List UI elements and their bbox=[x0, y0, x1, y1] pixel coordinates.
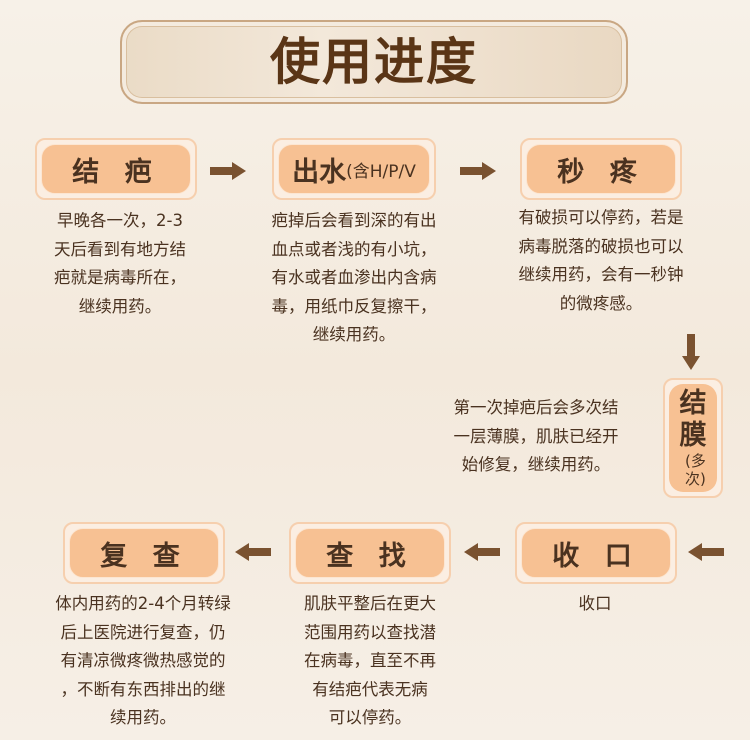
desc-line: 毒，用纸巾反复擦干， bbox=[271, 296, 437, 316]
desc-line: 继续用药。 bbox=[78, 296, 162, 316]
step-label: 出水 bbox=[292, 156, 347, 188]
desc-line: 在病毒，直至不再 bbox=[304, 651, 436, 670]
title-banner: 使用进度 bbox=[120, 20, 628, 104]
step-chushui: 出水(含H/P/V bbox=[272, 138, 436, 200]
step-fucha: 复 查 bbox=[63, 522, 225, 584]
desc-line: 体内用药的2-4个月转绿 bbox=[55, 594, 231, 613]
desc-line: 有清凉微疼微热感觉的 bbox=[60, 651, 226, 670]
step-desc-miaoteng: 有破损可以停药，若是 病毒脱落的破损也可以 继续用药，会有一秒钟 的微疼感。 bbox=[490, 204, 712, 318]
desc-line: 后上医院进行复查，仍 bbox=[60, 622, 226, 642]
desc-line: 始修复，继续用药。 bbox=[461, 455, 611, 474]
step-label: 结 疤 bbox=[41, 144, 191, 194]
step-shoukou: 收 口 bbox=[515, 522, 677, 584]
desc-line: 血点或者浅的有小坑， bbox=[271, 239, 437, 259]
desc-line: 继续用药。 bbox=[312, 325, 396, 344]
step-desc-jieba: 早晚各一次，2-3 天后看到有地方结 疤就是病毒所在， 继续用药。 bbox=[20, 207, 220, 321]
desc-line: 一层薄膜，肌肤已经开 bbox=[453, 426, 619, 446]
step-sublabel: (多次) bbox=[685, 452, 706, 488]
desc-line: 有破损可以停药，若是 bbox=[518, 208, 684, 227]
desc-line: 疤就是病毒所在， bbox=[54, 268, 186, 287]
step-desc-jiemo: 第一次掉疤后会多次结 一层薄膜，肌肤已经开 始修复，继续用药。 bbox=[425, 394, 647, 480]
desc-line: 继续用药，会有一秒钟 bbox=[518, 265, 684, 284]
step-desc-chushui: 疤掉后会看到深的有出 血点或者浅的有小坑， 有水或者血渗出内含病 毒，用纸巾反复… bbox=[248, 207, 460, 350]
step-label: 查 找 bbox=[295, 528, 445, 578]
step-desc-fucha: 体内用药的2-4个月转绿 后上医院进行复查，仍 有清凉微疼微热感觉的 ，不断有东… bbox=[28, 590, 258, 733]
desc-line: 范围用药以查找潜 bbox=[304, 622, 436, 642]
step-jieba: 结 疤 bbox=[35, 138, 197, 200]
desc-line: 疤掉后会看到深的有出 bbox=[271, 211, 437, 230]
arrow-left-icon bbox=[464, 543, 500, 561]
step-jiemo: 结膜 (多次) bbox=[663, 378, 723, 498]
step-label: 复 查 bbox=[69, 528, 219, 578]
desc-line: 有水或者血渗出内含病 bbox=[271, 268, 437, 287]
desc-line: 续用药。 bbox=[110, 708, 176, 727]
desc-line: 的微疼感。 bbox=[559, 293, 643, 313]
desc-line: 天后看到有地方结 bbox=[54, 239, 186, 259]
step-label: 秒 疼 bbox=[526, 144, 676, 194]
desc-line: ，不断有东西排出的继 bbox=[60, 679, 226, 699]
step-desc-shoukou: 收口 bbox=[505, 590, 685, 619]
desc-line: 病毒脱落的破损也可以 bbox=[518, 236, 684, 256]
step-miaoteng: 秒 疼 bbox=[520, 138, 682, 200]
desc-line: 肌肤平整后在更大 bbox=[304, 594, 436, 613]
arrow-down-icon bbox=[682, 334, 700, 370]
step-desc-chazhao: 肌肤平整后在更大 范围用药以查找潜 在病毒，直至不再 有结疤代表无病 可以停药。 bbox=[275, 590, 465, 733]
step-chazhao: 查 找 bbox=[289, 522, 451, 584]
arrow-left-icon bbox=[688, 543, 724, 561]
desc-line: 有结疤代表无病 bbox=[312, 679, 428, 699]
arrow-right-icon bbox=[210, 162, 246, 180]
desc-line: 第一次掉疤后会多次结 bbox=[453, 398, 619, 417]
desc-line: 可以停药。 bbox=[328, 708, 412, 727]
page-title: 使用进度 bbox=[270, 33, 478, 91]
step-label: 结膜 bbox=[679, 388, 707, 451]
desc-line: 早晚各一次，2-3 bbox=[57, 211, 183, 230]
step-sublabel: (含H/P/V bbox=[346, 161, 416, 182]
arrow-right-icon bbox=[460, 162, 496, 180]
step-label: 收 口 bbox=[521, 528, 671, 578]
desc-line: 收口 bbox=[578, 594, 612, 613]
arrow-left-icon bbox=[235, 543, 271, 561]
